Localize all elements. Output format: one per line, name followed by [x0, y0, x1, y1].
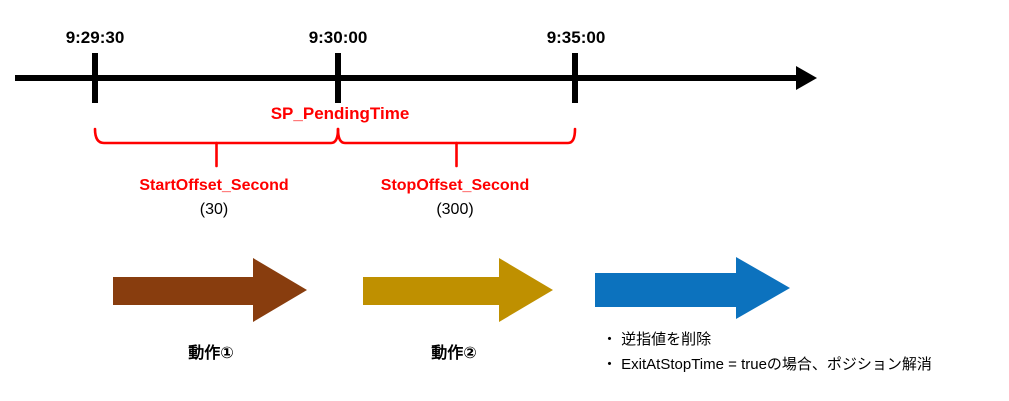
note-exit-at-stop-time: ・ ExitAtStopTime = trueの場合、ポジション解消: [602, 356, 932, 373]
action2-label: 動作②: [431, 345, 477, 362]
tick-mark-3: [572, 53, 578, 103]
action1-arrow-shape: [113, 258, 307, 322]
offset-braces: [93, 127, 577, 168]
tick-mark-2: [335, 53, 341, 103]
action1-label: 動作①: [188, 345, 234, 362]
stop-offset-value: (300): [436, 201, 474, 218]
tick-mark-1: [92, 53, 98, 103]
action2-arrow-shape: [363, 258, 553, 322]
action3-arrow-icon: [595, 257, 790, 319]
start-offset-label: StartOffset_Second: [139, 177, 289, 194]
note-delete-stop-order: ・ 逆指値を削除: [602, 331, 712, 348]
start-offset-value: (30): [199, 201, 229, 218]
timeline-axis: [15, 75, 798, 81]
tick-label-1: 9:29:30: [65, 28, 125, 47]
stop-offset-label: StopOffset_Second: [380, 177, 530, 194]
action2-arrow-icon: [363, 258, 553, 322]
pending-time-label: SP_PendingTime: [270, 104, 410, 123]
start-offset-brace: [93, 127, 340, 145]
action3-notes: ・ 逆指値を削除 ・ ExitAtStopTime = trueの場合、ポジショ…: [602, 327, 932, 377]
timeline-arrowhead-icon: [796, 66, 817, 90]
action1-arrow-icon: [113, 258, 307, 322]
tick-label-2: 9:30:00: [308, 28, 368, 47]
stop-offset-brace: [336, 127, 577, 145]
tick-label-3: 9:35:00: [546, 28, 606, 47]
action3-arrow-shape: [595, 257, 790, 319]
